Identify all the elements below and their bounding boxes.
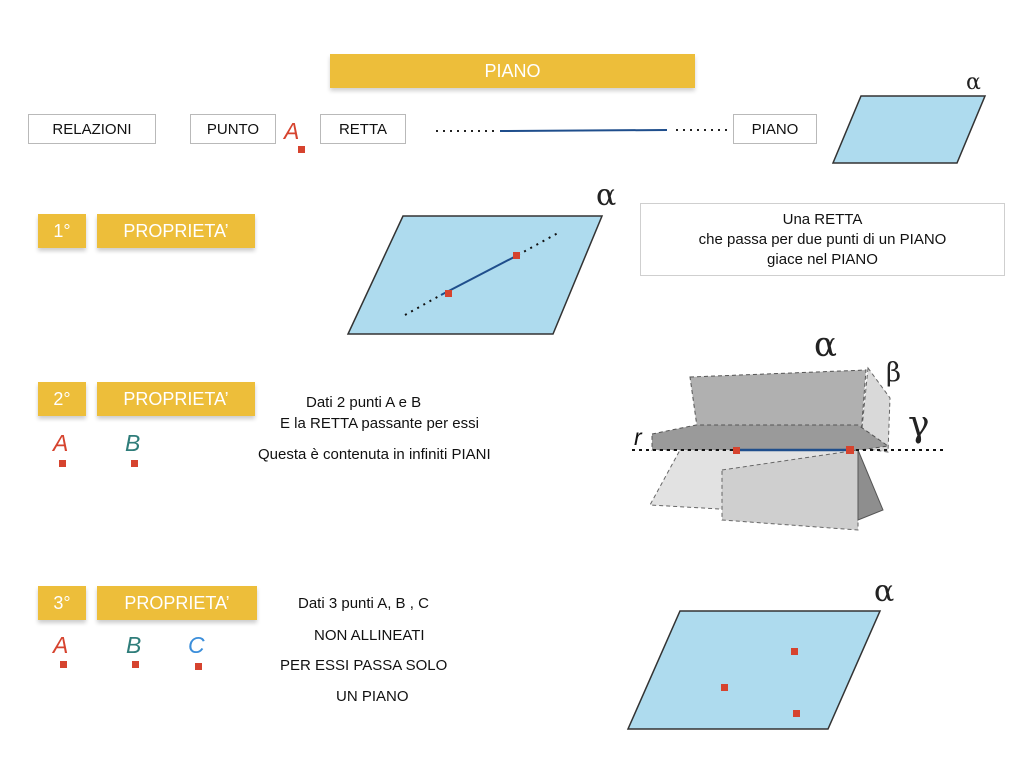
prop2-label-badge: PROPRIETA’ (97, 382, 255, 416)
prop1-point-a-marker (445, 290, 452, 297)
prop1-line-dotted-left (404, 294, 442, 316)
relazioni-box: RELAZIONI (28, 114, 156, 144)
relations-plane (831, 95, 987, 164)
prop3-figure-point-c-label: C (786, 680, 803, 706)
prop2-text-line-3: Questa è contenuta in infiniti PIANI (258, 446, 491, 463)
prop2-number-badge: 2° (38, 382, 86, 416)
prop1-plane (346, 215, 604, 335)
prop1-line-dotted-right (517, 232, 559, 256)
prop2-point-a-label: A (53, 430, 69, 456)
prop2-figure-point-a-marker (733, 447, 740, 454)
prop3-point-c-marker (195, 663, 202, 670)
punto-box: PUNTO (190, 114, 276, 144)
prop2-figure-point-b-label: B (838, 414, 854, 440)
prop1-line-r-label: r (393, 284, 401, 310)
prop2-alpha-label: α (814, 325, 837, 365)
prop1-description-line-1: Una RETTA (782, 211, 863, 228)
prop1-alpha-label: α (596, 178, 617, 213)
prop2-plane-lower-1 (649, 449, 859, 516)
prop3-point-b-label: B (126, 632, 142, 658)
relations-alpha-label: α (966, 70, 981, 95)
prop2-point-b-label: B (125, 430, 141, 456)
prop2-gamma-label: γ (908, 404, 930, 445)
prop3-figure-point-b-marker (791, 648, 798, 655)
prop3-figure-point-c-marker (793, 710, 800, 717)
prop1-description-line-2: che passa per due punti di un PIANO (698, 231, 947, 248)
prop3-point-b-marker (132, 661, 139, 668)
punto-point-marker (298, 146, 305, 153)
prop3-figure-point-b-label: B (772, 623, 788, 649)
prop3-figure-point-a-label: A (705, 658, 721, 684)
prop3-figure-point-a-marker (721, 684, 728, 691)
prop3-point-a-label: A (53, 632, 69, 658)
prop2-text-line-1: Dati 2 punti A e B (306, 394, 422, 411)
prop1-line-segment (440, 254, 519, 296)
prop1-point-b-marker (513, 252, 520, 259)
prop3-text-line-2: NON ALLINEATI (314, 627, 425, 644)
prop1-point-a-label: A (428, 264, 444, 290)
prop3-label-badge: PROPRIETA’ (97, 586, 257, 620)
prop2-plane-lower-3 (857, 449, 884, 521)
page-title: PIANO (330, 54, 695, 88)
punto-point-label-a: A (284, 118, 300, 144)
prop3-text-line-1: Dati 3 punti A, B , C (298, 595, 429, 612)
prop3-plane (626, 610, 882, 730)
prop2-plane-lower-2 (721, 449, 859, 531)
prop2-figure-point-a-label: A (727, 420, 743, 446)
prop3-text-line-4: UN PIANO (336, 688, 409, 705)
prop1-label-badge: PROPRIETA’ (97, 214, 255, 248)
prop1-description-line-3: giace nel PIANO (767, 251, 878, 268)
prop3-alpha-label: α (874, 574, 895, 609)
prop1-point-b-label: B (493, 228, 509, 254)
prop1-description-box: Una RETTA che passa per due punti di un … (640, 203, 1005, 276)
relations-solid-line (499, 129, 668, 132)
prop2-beta-label: β (886, 358, 902, 388)
prop2-figure-point-b-marker (846, 446, 854, 454)
piano-box: PIANO (733, 114, 817, 144)
prop3-number-badge: 3° (38, 586, 86, 620)
prop3-point-c-label: C (188, 632, 205, 658)
prop1-number-badge: 1° (38, 214, 86, 248)
prop2-point-a-marker (59, 460, 66, 467)
prop2-line-r-label: r (634, 424, 642, 450)
prop2-point-b-marker (131, 460, 138, 467)
retta-box: RETTA (320, 114, 406, 144)
prop2-text-line-2: E la RETTA passante per essi (280, 415, 479, 432)
prop3-point-a-marker (60, 661, 67, 668)
prop3-text-line-3: PER ESSI PASSA SOLO (280, 657, 448, 674)
